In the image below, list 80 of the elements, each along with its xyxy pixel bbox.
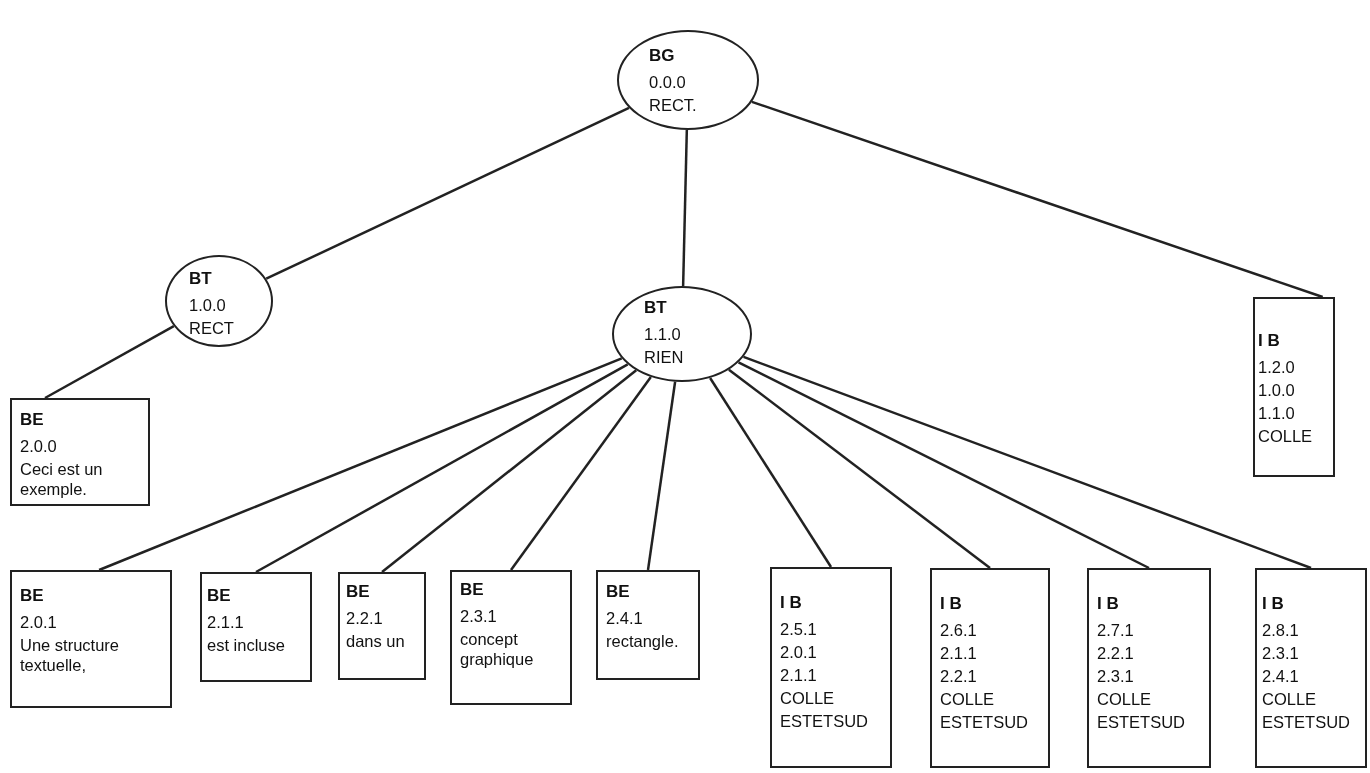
- node-text: COLLE: [1262, 689, 1318, 710]
- connector-line: [737, 361, 1150, 570]
- node-heading: I B: [780, 593, 803, 614]
- node-heading: BT: [644, 298, 668, 319]
- rectangle-node: [596, 570, 700, 680]
- node-text: 1.1.0: [1258, 404, 1296, 424]
- node-heading: BE: [346, 582, 371, 603]
- node-heading: I B: [1097, 594, 1120, 615]
- node-heading: I B: [1262, 594, 1285, 615]
- node-text: 2.5.1: [780, 620, 818, 641]
- node-text: 2.6.1: [940, 621, 978, 642]
- node-text: est incluse: [207, 636, 286, 656]
- node-text: 2.3.1: [1262, 644, 1300, 664]
- rectangle-node: [1255, 568, 1367, 768]
- connector-line: [98, 357, 623, 572]
- connector-line: [44, 325, 175, 400]
- node-text: 0.0.0: [649, 73, 687, 94]
- connector-line: [743, 355, 1312, 570]
- rectangle-node: [450, 570, 572, 705]
- node-text: RIEN: [644, 348, 685, 368]
- connector-line: [751, 100, 1324, 299]
- connector-line: [255, 363, 629, 574]
- node-text: 2.8.1: [1262, 621, 1300, 642]
- connector-line: [728, 368, 991, 569]
- node-text: RECT: [189, 319, 235, 339]
- node-heading: BE: [20, 586, 45, 607]
- node-text: 2.1.1: [780, 666, 818, 686]
- node-text: COLLE: [1258, 426, 1314, 447]
- node-text: 2.2.1: [940, 667, 978, 687]
- node-text: COLLE: [940, 689, 996, 710]
- node-text: Ceci est un exemple.: [20, 460, 104, 500]
- node-heading: BE: [460, 580, 485, 601]
- rectangle-node: [1253, 297, 1335, 477]
- node-heading: BE: [606, 582, 631, 603]
- node-text: dans un: [346, 632, 406, 652]
- node-text: rectangle.: [606, 632, 680, 652]
- connector-line: [510, 376, 652, 571]
- node-text: 1.2.0: [1258, 358, 1296, 379]
- node-text: 2.4.1: [606, 609, 644, 630]
- rectangle-node: [930, 568, 1050, 768]
- connector-line: [681, 129, 689, 287]
- rectangle-node: [10, 570, 172, 708]
- node-heading: BE: [207, 586, 232, 607]
- node-text: ESTETSUD: [1262, 712, 1351, 733]
- rectangle-node: [10, 398, 150, 506]
- node-text: ESTETSUD: [1097, 712, 1186, 733]
- node-text: RECT.: [649, 96, 698, 116]
- node-text: 1.1.0: [644, 325, 682, 346]
- node-text: COLLE: [780, 688, 836, 709]
- connector-line: [709, 377, 833, 568]
- node-text: Une structure textuelle,: [20, 636, 121, 676]
- node-text: 2.0.1: [780, 643, 818, 663]
- node-heading: I B: [1258, 331, 1281, 352]
- rectangle-node: [770, 567, 892, 768]
- rectangle-node: [1087, 568, 1211, 768]
- node-text: 2.0.0: [20, 437, 58, 458]
- node-text: 2.1.1: [207, 613, 245, 634]
- node-heading: I B: [940, 594, 963, 615]
- node-text: ESTETSUD: [940, 712, 1029, 733]
- node-text: concept graphique: [460, 630, 535, 670]
- node-text: 2.2.1: [346, 609, 384, 630]
- node-heading: BE: [20, 410, 45, 431]
- node-text: ESTETSUD: [780, 711, 869, 732]
- node-text: 2.0.1: [20, 613, 58, 634]
- connector-line: [646, 381, 677, 571]
- connector-line: [381, 369, 637, 573]
- node-text: 2.3.1: [1097, 667, 1135, 687]
- node-text: 1.0.0: [1258, 381, 1296, 401]
- node-heading: BG: [649, 46, 676, 67]
- node-text: COLLE: [1097, 689, 1153, 710]
- node-text: 2.3.1: [460, 607, 498, 628]
- node-text: 2.7.1: [1097, 621, 1135, 642]
- node-text: 1.0.0: [189, 296, 227, 317]
- node-text: 2.2.1: [1097, 644, 1135, 664]
- rectangle-node: [338, 572, 426, 680]
- node-text: 2.4.1: [1262, 667, 1300, 687]
- node-text: 2.1.1: [940, 644, 978, 664]
- node-heading: BT: [189, 269, 213, 290]
- connector-line: [265, 106, 630, 280]
- rectangle-node: [200, 572, 312, 682]
